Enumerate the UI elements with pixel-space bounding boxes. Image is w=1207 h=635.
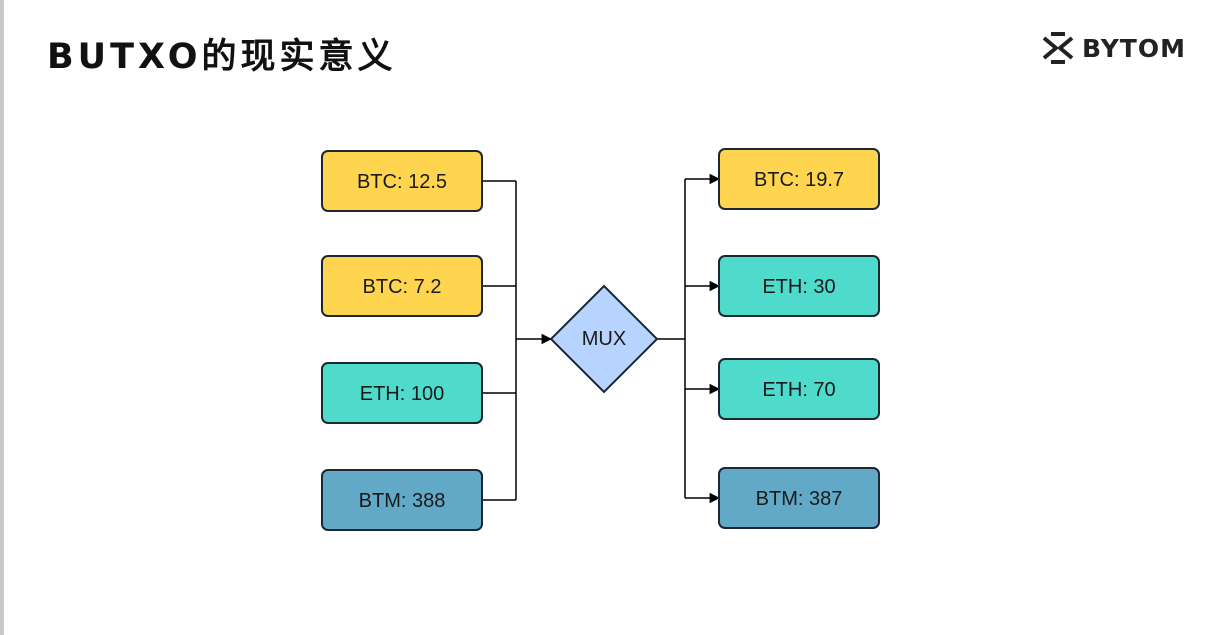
brand-name: BYTOM xyxy=(1082,33,1186,63)
output-box-label: BTM: 387 xyxy=(756,488,843,510)
output-box-label: BTC: 19.7 xyxy=(754,169,844,191)
slide-edge xyxy=(0,0,4,635)
output-box-rect xyxy=(718,467,880,529)
output-box: ETH: 30 xyxy=(718,255,880,317)
input-box: ETH: 100 xyxy=(321,362,483,424)
input-box: BTC: 7.2 xyxy=(321,255,483,317)
input-box-label: BTC: 7.2 xyxy=(363,276,442,298)
output-box: BTC: 19.7 xyxy=(718,148,880,210)
mux-label: MUX xyxy=(582,328,626,350)
output-box: BTM: 387 xyxy=(718,467,880,529)
input-box-rect xyxy=(321,469,483,531)
page-title: BUTXO的现实意义 xyxy=(47,37,397,77)
mux-node: MUX xyxy=(549,284,659,394)
input-box: BTM: 388 xyxy=(321,469,483,531)
brand: BYTOM xyxy=(1040,30,1186,66)
input-box: BTC: 12.5 xyxy=(321,150,483,212)
input-box-label: BTC: 12.5 xyxy=(357,171,447,193)
connectors xyxy=(482,173,721,504)
output-box: ETH: 70 xyxy=(718,358,880,420)
output-box-rect xyxy=(718,255,880,317)
input-box-rect xyxy=(321,362,483,424)
input-box-label: ETH: 100 xyxy=(360,383,444,405)
input-box-rect xyxy=(321,255,483,317)
output-box-label: ETH: 70 xyxy=(762,379,835,401)
bytom-logo-icon xyxy=(1042,32,1074,64)
input-box-rect xyxy=(321,150,483,212)
output-box-label: ETH: 30 xyxy=(762,276,835,298)
mux-diamond xyxy=(549,284,659,394)
input-box-label: BTM: 388 xyxy=(359,490,446,512)
output-box-rect xyxy=(718,358,880,420)
output-box-rect xyxy=(718,148,880,210)
